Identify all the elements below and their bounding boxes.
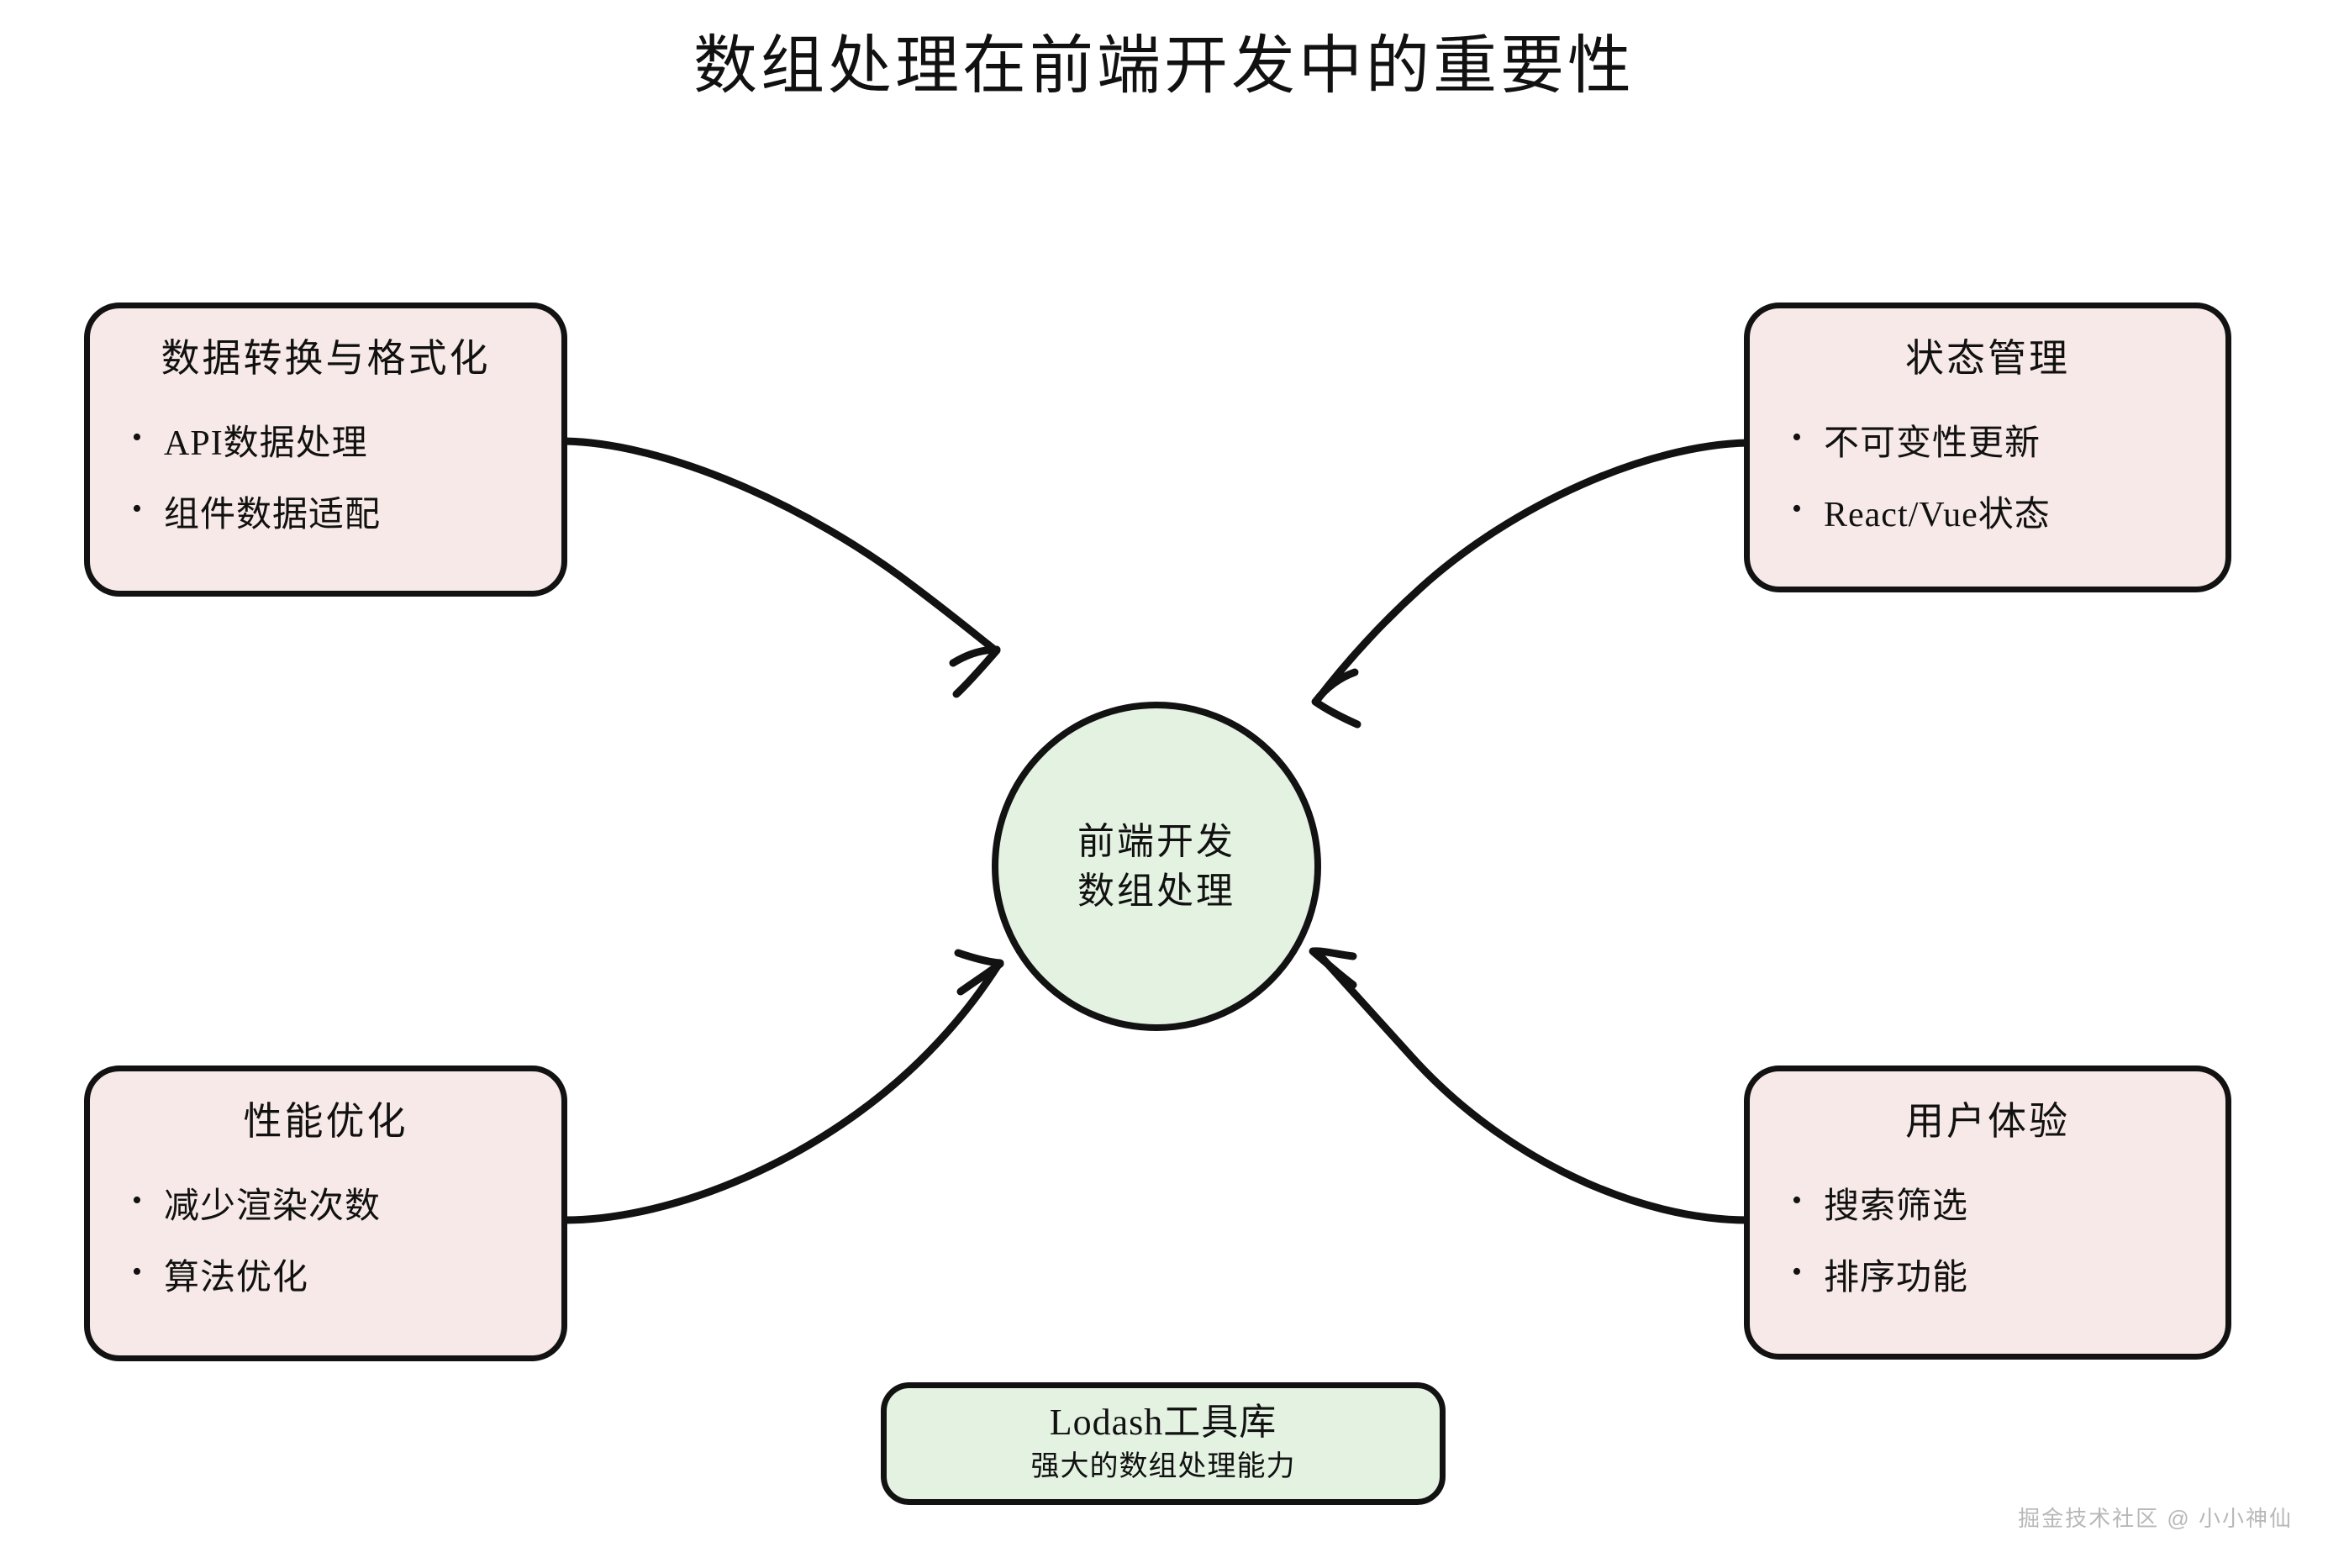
node-state-management-bullets: 不可变性更新 React/Vue状态	[1792, 418, 2225, 539]
node-center-line1: 前端开发	[1077, 820, 1235, 862]
node-center-line2: 数组处理	[1077, 871, 1235, 912]
list-item: 减少渲染次数	[132, 1181, 561, 1231]
node-state-management[interactable]: 状态管理 不可变性更新 React/Vue状态	[1744, 303, 2231, 592]
node-data-transform-bullets: API数据处理 组件数据适配	[132, 418, 561, 539]
edge-state-management-to-center	[1311, 439, 1752, 729]
node-user-experience-title: 用户体验	[1905, 1100, 2070, 1143]
node-state-management-title: 状态管理	[1905, 337, 2070, 380]
node-center-front-end-array[interactable]: 前端开发 数组处理	[992, 702, 1321, 1031]
list-item: 算法优化	[132, 1253, 561, 1302]
list-item: 组件数据适配	[132, 490, 561, 539]
node-lodash[interactable]: Lodash工具库 强大的数组处理能力	[881, 1382, 1446, 1505]
list-item: API数据处理	[132, 418, 561, 468]
edge-user-experience-to-center	[1309, 947, 1752, 1224]
node-user-experience-bullets: 搜索筛选 排序功能	[1792, 1181, 2225, 1302]
node-user-experience[interactable]: 用户体验 搜索筛选 排序功能	[1744, 1066, 2231, 1360]
node-center-label: 前端开发 数组处理	[1077, 817, 1235, 917]
node-lodash-subtitle: 强大的数组处理能力	[1030, 1450, 1296, 1482]
node-data-transform-title: 数据转换与格式化	[161, 337, 491, 380]
node-performance[interactable]: 性能优化 减少渲染次数 算法优化	[84, 1066, 567, 1361]
list-item: 排序功能	[1792, 1253, 2225, 1302]
node-lodash-title: Lodash工具库	[1049, 1402, 1277, 1444]
edge-performance-to-center	[561, 949, 1004, 1224]
node-data-transform[interactable]: 数据转换与格式化 API数据处理 组件数据适配	[84, 303, 567, 597]
list-item: 搜索筛选	[1792, 1181, 2225, 1231]
page-title: 数组处理在前端开发中的重要性	[693, 31, 1635, 102]
edge-data-transform-to-center	[561, 437, 1001, 698]
list-item: 不可变性更新	[1792, 418, 2225, 468]
node-performance-bullets: 减少渲染次数 算法优化	[132, 1181, 561, 1302]
watermark: 掘金技术社区 @ 小小神仙	[2018, 1506, 2293, 1531]
list-item: React/Vue状态	[1792, 490, 2225, 539]
node-performance-title: 性能优化	[243, 1100, 408, 1143]
